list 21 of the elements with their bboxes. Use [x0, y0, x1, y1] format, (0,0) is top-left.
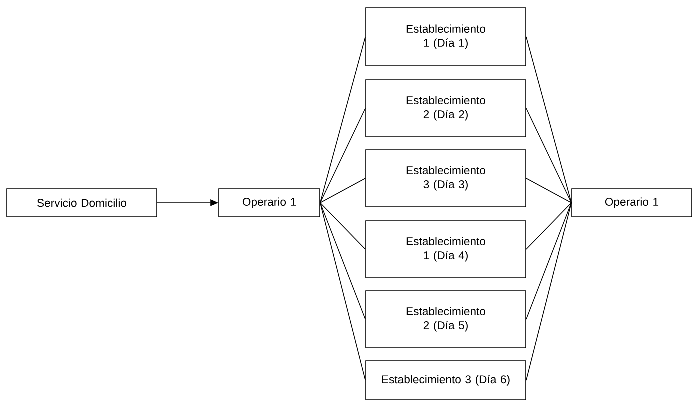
connector-line	[320, 36, 366, 204]
connector-line	[526, 108, 572, 204]
process-box: Establecimiento 3 (Día 6)	[366, 360, 526, 400]
process-box: Establecimiento 1 (Día 4)	[366, 220, 526, 278]
process-box: Establecimiento 3 (Día 3)	[366, 150, 526, 208]
process-box: Establecimiento 2 (Día 2)	[366, 80, 526, 138]
connector-line	[526, 202, 572, 320]
process-box: Servicio Domicilio	[6, 188, 158, 218]
process-box: Operario 1	[572, 188, 692, 218]
connector-line	[526, 202, 572, 250]
connector-line	[526, 36, 572, 204]
connector-line	[320, 202, 366, 320]
process-box: Operario 1	[218, 188, 320, 218]
connector-line	[320, 202, 366, 250]
connector-line	[320, 178, 366, 204]
process-box: Establecimiento 2 (Día 5)	[366, 290, 526, 348]
process-box: Establecimiento 1 (Día 1)	[366, 8, 526, 66]
connector-line	[320, 108, 366, 204]
connector-line	[320, 202, 366, 381]
connector-line	[526, 202, 572, 381]
connector-line	[526, 178, 572, 204]
